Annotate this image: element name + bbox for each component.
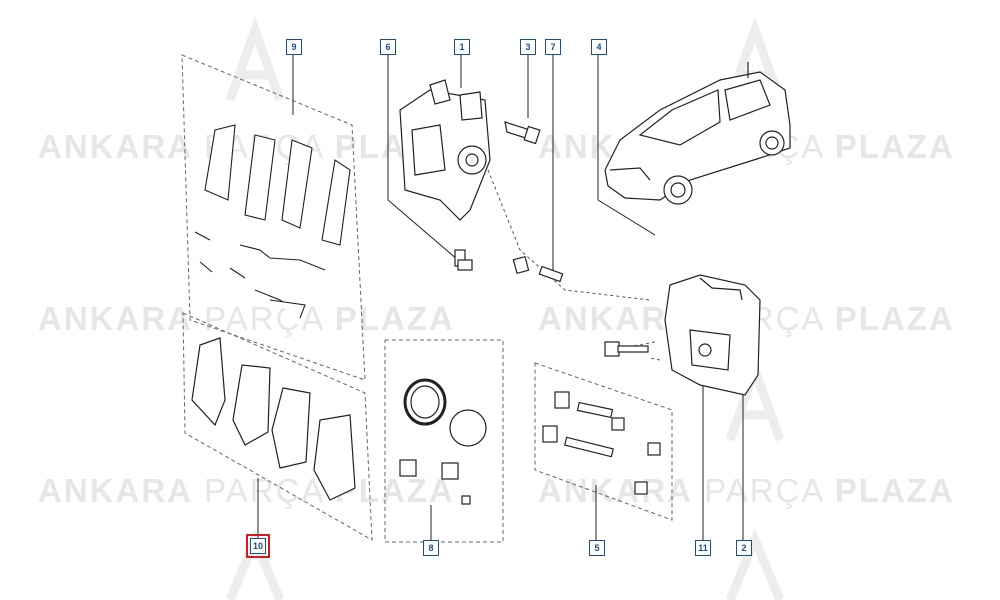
callout-1[interactable]: 1 (454, 39, 470, 55)
callout-10[interactable]: 10 (246, 534, 270, 558)
guide-kit-5 (542, 391, 661, 495)
caliper-bracket (399, 79, 491, 221)
clip-set-9 (194, 124, 351, 319)
callout-4[interactable]: 4 (591, 39, 607, 55)
callout-3[interactable]: 3 (520, 39, 536, 55)
callout-8[interactable]: 8 (423, 540, 439, 556)
vehicle (604, 62, 791, 205)
caliper-housing (664, 274, 761, 396)
watermark-text: ANKARA PARÇA PLAZA (538, 472, 955, 509)
seal-kit-8 (399, 378, 487, 505)
group-5-outline (534, 362, 673, 521)
callout-6[interactable]: 6 (380, 39, 396, 55)
bolt-6 (454, 249, 473, 271)
brake-pad-set-10 (191, 337, 356, 501)
callout-9[interactable]: 9 (286, 39, 302, 55)
callout-11[interactable]: 11 (695, 540, 711, 556)
guide-pin-7 (512, 255, 564, 283)
callout-2[interactable]: 2 (736, 540, 752, 556)
callout-5[interactable]: 5 (589, 540, 605, 556)
group-10-outline (182, 312, 373, 541)
watermark-text: ANKARA PARÇA PLAZA (38, 472, 455, 509)
bolt-caliper (604, 341, 649, 357)
group-8-outline (384, 339, 504, 543)
bolt-3 (504, 121, 541, 145)
group-9-outline (181, 54, 366, 381)
callout-7[interactable]: 7 (545, 39, 561, 55)
